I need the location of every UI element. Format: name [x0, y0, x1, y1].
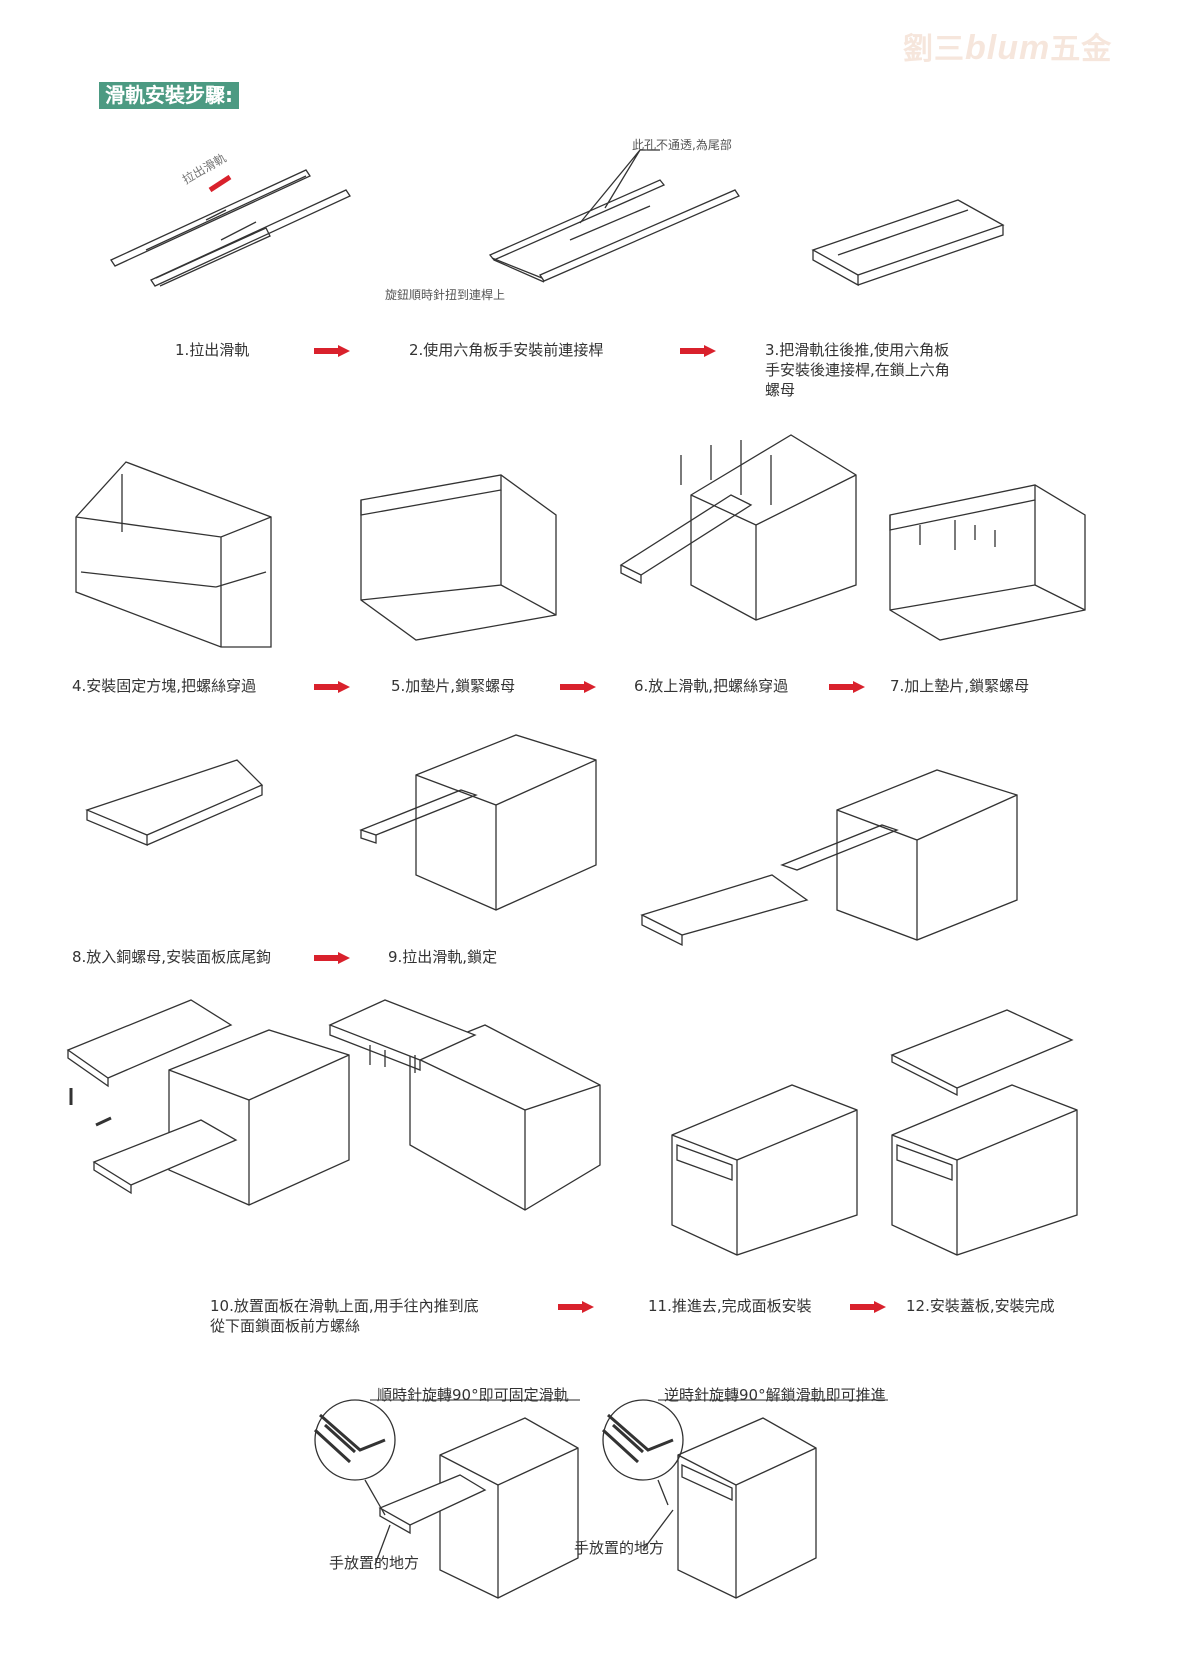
rear-connector-figure: [811, 199, 1005, 287]
step-11-label: 11.推進去,完成面板安裝: [648, 1297, 812, 1315]
next-arrow-icon: [850, 1301, 886, 1313]
step-1-label: 1.拉出滑軌: [175, 341, 250, 359]
step-10-label: 10.放置面板在滑軌上面,用手往內推到底 從下面鎖面板前方螺絲: [210, 1296, 479, 1336]
next-arrow-icon: [558, 1301, 594, 1313]
next-arrow-icon: [314, 681, 350, 693]
logo-text: 劉三: [903, 32, 965, 67]
next-arrow-icon: [560, 681, 596, 693]
step-9-label: 9.拉出滑軌,鎖定: [388, 948, 498, 966]
hole-note: 此孔不通透,為尾部: [632, 138, 732, 152]
brand-logo: 劉三blum五金: [903, 24, 1112, 68]
step-2-label: 2.使用六角板手安裝前連接桿: [409, 341, 604, 359]
front-connector-figure: [488, 179, 740, 283]
knob-note: 旋鈕順時針扭到連桿上: [385, 288, 506, 302]
step-3-label: 3.把滑軌往後推,使用六角板 手安裝後連接桿,在鎖上六角 螺母: [765, 340, 950, 400]
cabinet-step-9: [359, 734, 597, 911]
step-4-label: 4.安裝固定方塊,把螺絲穿過: [72, 677, 257, 695]
step-8-label: 8.放入銅螺母,安裝面板底尾鉤: [72, 948, 272, 966]
cabinet-step-5: [360, 474, 557, 641]
next-arrow-icon: [314, 345, 350, 357]
cabinet-step-10b: [328, 999, 601, 1211]
logo-text-2: 五金: [1050, 32, 1113, 67]
step-3-line-2: 手安裝後連接桿,在鎖上六角: [765, 361, 950, 379]
cabinet-step-6: [619, 434, 857, 621]
step-12-label: 12.安裝蓋板,安裝完成: [906, 1297, 1055, 1315]
cabinet-step-9b: [640, 769, 1018, 947]
lock-detail-figure-1: [313, 1399, 580, 1599]
hand-place-note-2: 手放置的地方: [574, 1539, 665, 1557]
counterclockwise-note: 逆時針旋轉90°解鎖滑軌即可推進: [664, 1386, 886, 1404]
leader-lines: [579, 149, 660, 224]
cabinet-step-11: [671, 1084, 858, 1256]
logo-brand: blum: [965, 29, 1051, 67]
step-6-label: 6.放上滑軌,把螺絲穿過: [634, 677, 789, 695]
cabinet-step-7: [889, 484, 1086, 641]
step-10-line-2: 從下面鎖面板前方螺絲: [210, 1317, 361, 1335]
step-10-line-1: 10.放置面板在滑軌上面,用手往內推到底: [210, 1297, 479, 1315]
arrow-pull-icon: [208, 174, 232, 193]
rail-pull-figure: [110, 169, 351, 287]
page-title: 滑軌安裝步驟:: [99, 82, 239, 109]
next-arrow-icon: [314, 952, 350, 964]
step-5-label: 5.加墊片,鎖緊螺母: [391, 677, 516, 695]
cabinet-step-12: [890, 1009, 1078, 1256]
lock-detail-figure-2: [601, 1399, 888, 1599]
panel-step-8: [85, 759, 264, 846]
step-3-line-3: 螺母: [765, 381, 796, 399]
step-3-line-1: 3.把滑軌往後推,使用六角板: [765, 341, 950, 359]
next-arrow-icon: [680, 345, 716, 357]
cabinet-step-4: [75, 461, 272, 648]
cabinet-step-10: [66, 999, 350, 1206]
next-arrow-icon: [829, 681, 865, 693]
hand-place-note-1: 手放置的地方: [329, 1554, 420, 1572]
clockwise-note: 順時針旋轉90°即可固定滑軌: [377, 1386, 569, 1404]
step-7-label: 7.加上墊片,鎖緊螺母: [890, 677, 1030, 695]
